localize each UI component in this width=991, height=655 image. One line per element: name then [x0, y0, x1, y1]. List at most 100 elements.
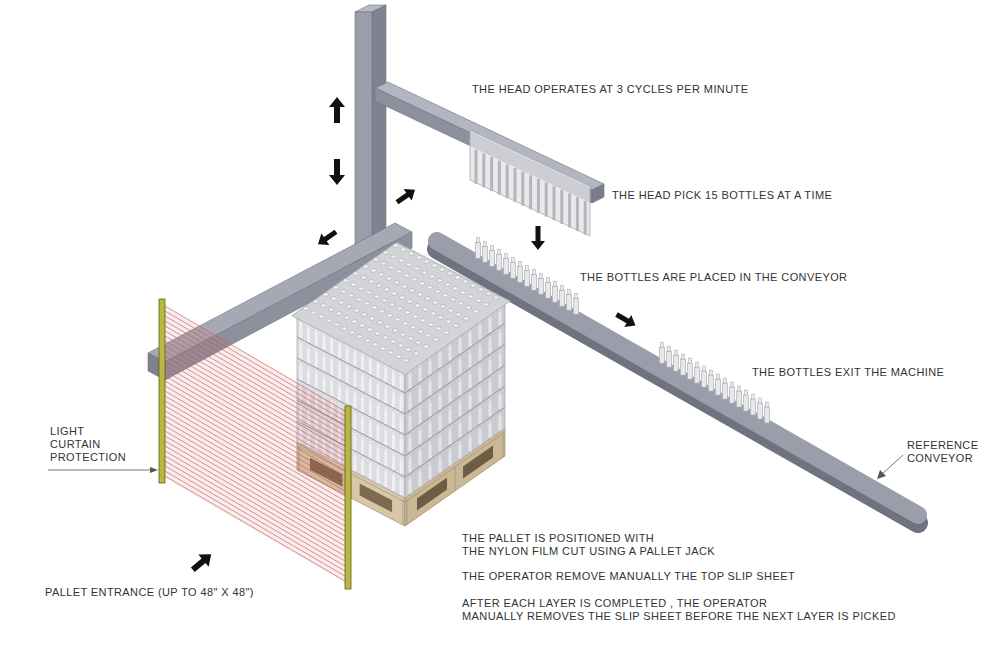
layer-bottle-neck: [362, 458, 363, 461]
bottle-top: [382, 336, 388, 340]
layer-bottle: [458, 403, 461, 417]
bottle-top: [384, 288, 390, 292]
layer-bottle-neck: [469, 393, 471, 396]
bottle-top: [443, 331, 449, 335]
bottle-top: [368, 280, 374, 284]
light-beam: [165, 396, 345, 501]
bottle-top: [456, 313, 462, 317]
text-line: THE BOTTLES EXIT THE MACHINE: [752, 366, 944, 379]
bottle-top: [375, 332, 381, 336]
annotation-text: THE BOTTLES ARE PLACED IN THE CONVEYOR: [580, 271, 847, 284]
light-beam: [165, 446, 345, 551]
curtain-post: [345, 406, 351, 589]
bottle: [694, 367, 699, 383]
bottle-top: [415, 304, 421, 308]
bottle-top: [342, 327, 348, 331]
light-beam: [165, 391, 345, 496]
bottle-top: [377, 321, 383, 325]
layer-bottle-neck: [409, 435, 411, 438]
bottle-neck: [668, 346, 671, 351]
bottle-neck: [519, 261, 522, 266]
light-beam: [165, 426, 345, 531]
bottle: [750, 399, 755, 415]
bottle: [489, 250, 494, 266]
bottle-neck: [738, 386, 741, 391]
bottle-top: [483, 303, 489, 307]
layer-bottle: [323, 357, 326, 371]
light-beam: [165, 416, 345, 521]
bottle-top: [341, 290, 347, 294]
layer-bottle-neck: [370, 399, 371, 402]
bottle-top: [452, 287, 458, 291]
layer-bottle: [408, 480, 411, 494]
annotation-text: THE PALLET IS POSITIONED WITH THE NYLON …: [462, 532, 715, 558]
bottle: [517, 266, 522, 282]
layer-bottle-neck: [429, 463, 431, 466]
motion-arrow: [329, 97, 345, 123]
head-body: [470, 130, 590, 236]
bottle-neck: [498, 249, 501, 254]
layer-bottle-neck: [499, 393, 501, 396]
light-beam: [165, 436, 345, 541]
layer-bottle: [384, 473, 387, 487]
layer-bottle: [498, 396, 501, 410]
bottle-neck: [540, 273, 543, 278]
light-beam: [165, 366, 345, 471]
bottle-top: [356, 298, 362, 302]
layer-bottle-neck: [449, 449, 451, 452]
layer-bottle: [353, 415, 356, 429]
bottle-top: [420, 319, 426, 323]
bottle-neck: [526, 265, 529, 270]
layer-bottle: [392, 477, 395, 491]
light-beam: [165, 401, 345, 506]
layer-bottle: [361, 419, 364, 433]
gripped-bottle: [482, 153, 485, 187]
layer-bottle: [498, 375, 501, 389]
bottle-neck: [484, 241, 487, 246]
bottle-top: [404, 274, 410, 278]
layer-bottle-neck: [377, 403, 378, 406]
light-beam: [165, 326, 345, 431]
layer-bottle-neck: [377, 382, 378, 385]
layer-bottle: [458, 340, 461, 354]
bottle-top: [414, 267, 420, 271]
layer-bottle: [438, 375, 441, 389]
layer-bottle: [418, 410, 421, 424]
layer-bottle: [315, 332, 318, 346]
bottle: [503, 258, 508, 274]
pallet-board-line: [455, 466, 456, 491]
layer-bottle: [307, 349, 310, 363]
annotation-text: THE HEAD PICK 15 BOTTLES AT A TIME: [612, 189, 832, 202]
layer-bottle-neck: [489, 400, 491, 403]
layer-bottle-neck: [362, 374, 363, 377]
bottle-neck: [554, 281, 557, 286]
layer-bottle: [408, 438, 411, 452]
layer-bottle-neck: [393, 411, 394, 414]
layer-bottle: [384, 410, 387, 424]
bottle: [743, 395, 748, 411]
bottle-top: [429, 275, 435, 279]
layer-bottle: [361, 461, 364, 475]
bottle-top: [400, 333, 406, 337]
text-line: CURTAIN: [50, 438, 126, 451]
bottle-top: [367, 328, 373, 332]
layer-bottle-neck: [370, 357, 371, 360]
light-beam: [165, 466, 345, 571]
layer-bottle-neck: [300, 342, 301, 345]
bottle-neck: [717, 374, 720, 379]
layer-bottle-neck: [400, 394, 401, 397]
bottle-top: [422, 308, 428, 312]
layer-bottle-neck: [362, 437, 363, 440]
layer-bottle-neck: [362, 395, 363, 398]
bottle-neck: [766, 402, 769, 407]
layer-bottle-neck: [469, 351, 471, 354]
light-curtain: [163, 305, 348, 584]
text-line: PALLET ENTRANCE (UP TO 48" X 48"): [45, 586, 254, 599]
light-beam: [165, 351, 345, 456]
annotation-text: THE HEAD OPERATES AT 3 CYCLES PER MINUTE: [472, 83, 748, 96]
bottle-neck: [710, 370, 713, 375]
layer-bottle-neck: [393, 474, 394, 477]
bottle-top: [409, 289, 415, 293]
bottle: [496, 254, 501, 270]
